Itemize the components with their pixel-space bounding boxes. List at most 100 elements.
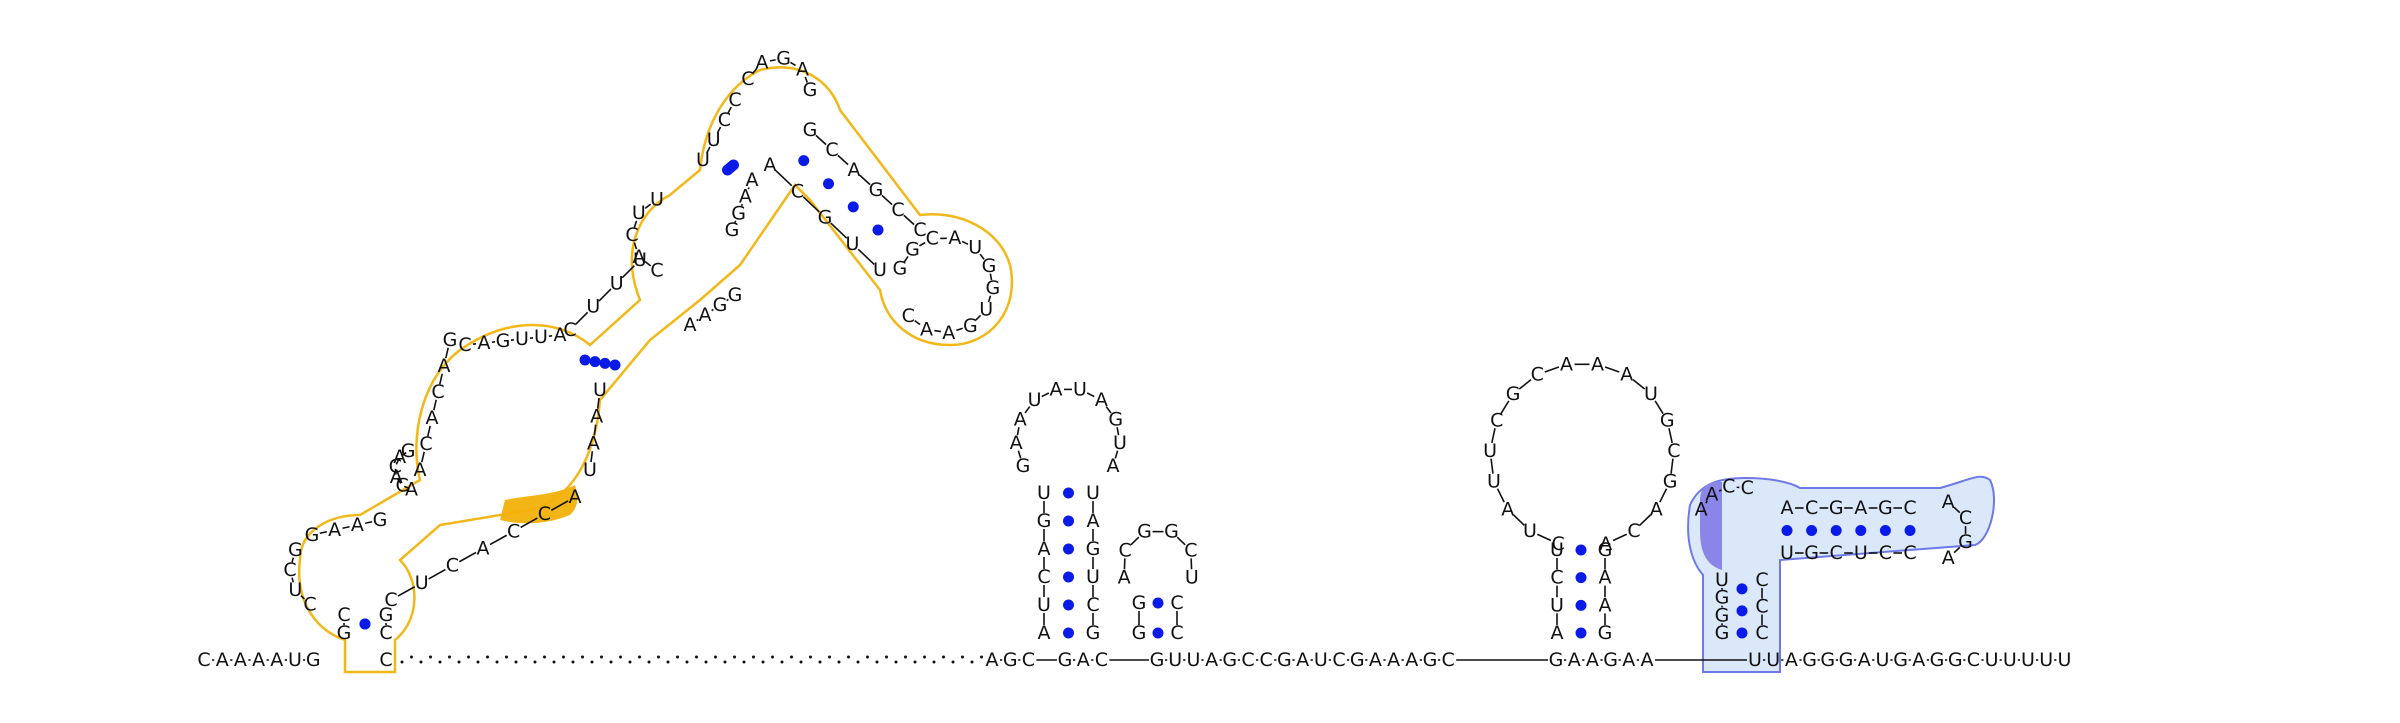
scaffold-outline — [1687, 475, 1995, 673]
backbone-link — [1016, 427, 1020, 436]
seg-tail: G — [1802, 649, 1817, 671]
hairpin4-tiploop: A — [1942, 491, 1955, 513]
backbone-link — [445, 347, 449, 359]
base-pair-dot — [1063, 487, 1074, 499]
backbone-link — [291, 557, 295, 563]
seg-linker: U — [1168, 649, 1182, 671]
backbone-link — [644, 261, 652, 267]
hairpin4-base3: C — [1755, 622, 1768, 644]
guide-stem-left: U — [586, 296, 600, 318]
backbone-link — [989, 273, 993, 281]
hairpin1-loop: A — [1095, 389, 1108, 411]
gap-dot — [695, 655, 698, 659]
gap-dot — [562, 655, 565, 659]
hairpin4-base5: G — [1715, 604, 1730, 626]
backbone-link — [458, 551, 477, 563]
backbone-link — [1017, 450, 1022, 459]
hairpin1-stem3: U — [1086, 566, 1100, 588]
guide-branch-right: C — [913, 219, 926, 241]
hairpin1-stem5: U — [1037, 482, 1051, 504]
guide-branch-left: A — [764, 154, 777, 176]
guide-stem1-right: G — [379, 604, 394, 626]
backbone-link — [727, 106, 732, 114]
base-pair-dot — [1575, 627, 1587, 639]
guide-loop3: U — [632, 202, 646, 224]
gap-dot — [438, 660, 442, 664]
base-pair-dot — [599, 357, 611, 369]
guide-left-outer: A — [328, 519, 341, 541]
backbone-link — [1086, 392, 1095, 398]
seg-agc: G — [1003, 649, 1018, 671]
gap-dot — [742, 660, 746, 664]
hairpin2-loop: G — [1137, 521, 1152, 543]
gap-dot — [913, 660, 917, 664]
hairpin4-tiploop: C — [1959, 507, 1972, 529]
hairpin1-loop: U — [1113, 432, 1127, 454]
guide-loop2-top: A — [554, 324, 567, 346]
backbone-link — [804, 76, 809, 83]
hairpin2-loop: C — [1118, 539, 1131, 561]
seg-agc: A — [986, 649, 999, 671]
gap-dot — [847, 655, 850, 659]
seg-gac: C — [1095, 649, 1108, 671]
hairpin3-stem3: A — [1599, 594, 1612, 616]
hairpin4-stem5: G — [1878, 497, 1893, 519]
seg-linker: G — [1423, 649, 1438, 671]
guide-loop2-left: G — [401, 440, 416, 462]
backbone-link — [740, 203, 744, 207]
base-pair-dot — [1879, 525, 1891, 536]
backbone-link — [1024, 406, 1031, 414]
seg-linker: G — [1222, 649, 1237, 671]
gap-dot — [837, 660, 841, 664]
hairpin2-loop: A — [1118, 566, 1131, 588]
gap-dot — [951, 660, 955, 664]
backbone-link — [1536, 533, 1552, 542]
guide-top-right: A — [746, 169, 759, 191]
hairpin4-stem3: C — [1903, 542, 1916, 564]
base-pair-dot — [1736, 605, 1748, 617]
backbone-link — [747, 187, 750, 190]
guide-loop3: U — [650, 188, 664, 210]
hairpin3-loop: A — [1599, 533, 1612, 555]
hairpin3-loop: A — [1591, 353, 1604, 375]
backbone-link — [520, 517, 538, 529]
seg-linker: G — [1150, 649, 1165, 671]
seg-gaagaa: A — [1641, 649, 1654, 671]
hairpin1-loop: A — [1107, 455, 1120, 477]
guide-left-outer: G — [373, 509, 388, 531]
guide-inner: U — [415, 572, 429, 594]
gap-dot — [419, 660, 423, 664]
seg-linker: A — [1296, 649, 1309, 671]
gap-dot — [609, 660, 613, 664]
backbone-link — [857, 248, 875, 266]
hairpin4-base5: G — [1715, 587, 1730, 609]
hairpin4-loop: A — [1705, 483, 1718, 505]
base-pair-dot — [798, 155, 810, 167]
guide-top-left: U — [707, 129, 721, 151]
backbone-link — [726, 298, 729, 302]
seg-tail: G — [1893, 649, 1908, 671]
seg-gaagaa: A — [1622, 649, 1635, 671]
backbone-link — [903, 255, 909, 263]
backbone-link — [401, 451, 407, 457]
backbone-link — [1670, 458, 1674, 474]
base-pair-dot — [1575, 572, 1587, 584]
guide-loop2-top: U — [515, 328, 529, 350]
guide-highlight — [500, 485, 578, 524]
hairpin3-stem5: A — [1551, 622, 1564, 644]
gap-dot — [961, 655, 964, 659]
seg-tail: A — [1858, 649, 1871, 671]
hairpin3-loop: G — [1506, 383, 1521, 405]
guide-stem1-left: G — [337, 622, 352, 644]
hairpin1-loop: G — [1016, 455, 1031, 477]
gap-dot — [571, 660, 575, 664]
backbone-link — [1639, 514, 1652, 526]
gap-dot — [685, 660, 689, 664]
hairpin3-stem5: C — [1550, 567, 1563, 589]
gap-dot — [866, 655, 869, 659]
backbone-link — [1176, 536, 1186, 546]
seg-agc: C — [1022, 649, 1035, 671]
guide-loop2-side: C — [431, 381, 444, 403]
base-pair-dot — [1904, 525, 1916, 536]
hairpin1-stem5: A — [1038, 622, 1051, 644]
